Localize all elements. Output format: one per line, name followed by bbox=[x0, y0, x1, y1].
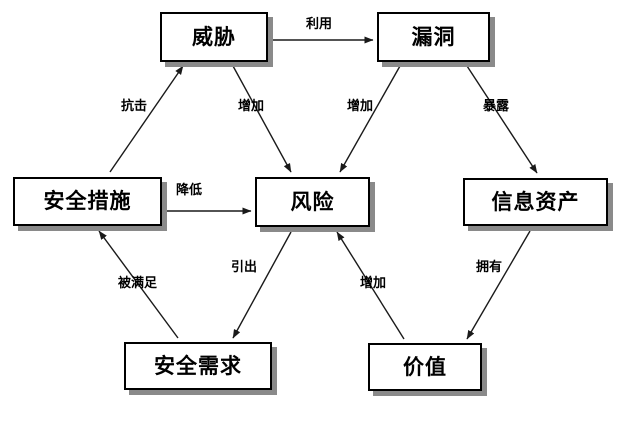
edge-label-reduce: 降低 bbox=[176, 183, 203, 198]
edge-label-satisfied-by: 被满足 bbox=[118, 276, 158, 291]
node-information-asset[interactable]: 信息资产 bbox=[463, 178, 608, 226]
edge-e10 bbox=[466, 230, 531, 340]
edge-label-increase-vuln-risk: 增加 bbox=[347, 99, 374, 114]
node-security-requirement-label: 安全需求 bbox=[154, 353, 242, 378]
node-vulnerability-label: 漏洞 bbox=[411, 24, 456, 49]
node-value-label: 价值 bbox=[403, 354, 447, 379]
edge-label-own: 拥有 bbox=[476, 260, 503, 275]
node-information-asset-label: 信息资产 bbox=[491, 189, 580, 214]
node-value[interactable]: 价值 bbox=[368, 343, 482, 391]
node-risk-label: 风险 bbox=[290, 189, 335, 214]
edge-label-increase-threat-risk: 增加 bbox=[238, 99, 265, 114]
edge-e2 bbox=[109, 65, 184, 173]
edge-e5 bbox=[466, 65, 538, 174]
node-risk[interactable]: 风险 bbox=[255, 177, 370, 227]
node-threat-label: 威胁 bbox=[192, 24, 236, 49]
edge-label-derive: 引出 bbox=[231, 260, 258, 275]
node-safeguard[interactable]: 安全措施 bbox=[13, 177, 162, 226]
edge-label-expose: 暴露 bbox=[483, 99, 510, 114]
edge-label-increase-value-risk: 增加 bbox=[360, 276, 387, 291]
edge-e8 bbox=[232, 231, 292, 339]
node-vulnerability[interactable]: 漏洞 bbox=[377, 12, 490, 62]
node-security-requirement[interactable]: 安全需求 bbox=[124, 342, 272, 390]
node-threat[interactable]: 威胁 bbox=[160, 12, 268, 62]
node-safeguard-label: 安全措施 bbox=[43, 189, 132, 213]
edge-label-counter: 抗击 bbox=[121, 99, 148, 114]
edge-e3 bbox=[232, 65, 292, 173]
edge-e4 bbox=[339, 65, 401, 173]
edge-label-exploit: 利用 bbox=[306, 17, 333, 32]
